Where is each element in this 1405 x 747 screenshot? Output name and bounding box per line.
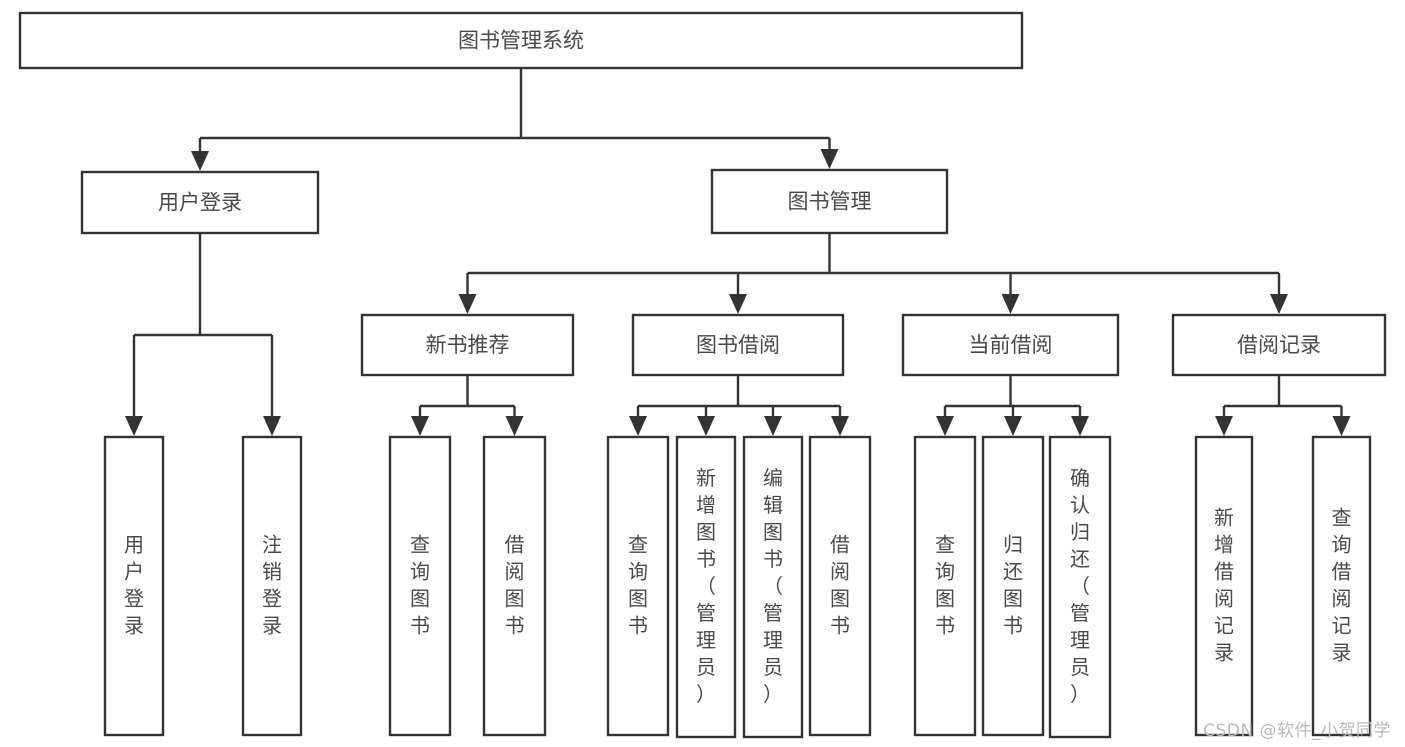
node-box-book-manage[interactable]	[710, 168, 949, 235]
node-box-leaf-edit-book[interactable]	[742, 435, 804, 739]
node-box-leaf-query-book-3[interactable]	[913, 435, 977, 737]
node-leaf-query-book-1[interactable]: 查询图书	[388, 435, 452, 737]
node-box-leaf-return-book[interactable]	[981, 435, 1045, 737]
node-label-borrow-record: 借阅记录	[1237, 333, 1321, 357]
node-box-leaf-add-record[interactable]	[1194, 435, 1254, 737]
node-book-borrow[interactable]: 图书借阅	[631, 313, 845, 377]
node-label-leaf-user-logout: 注销登录	[262, 532, 282, 637]
node-leaf-confirm-return[interactable]: 确认归还（管理员）	[1048, 435, 1112, 739]
node-box-current-borrow[interactable]	[901, 313, 1120, 377]
arrow-head-icon	[1071, 416, 1089, 436]
node-root[interactable]: 图书管理系统	[18, 11, 1024, 70]
node-label-leaf-user-login: 用户登录	[124, 532, 144, 637]
node-label-current-borrow: 当前借阅	[969, 333, 1053, 357]
node-label-leaf-add-record: 新增借阅记录	[1214, 505, 1234, 664]
node-leaf-user-logout[interactable]: 注销登录	[241, 435, 303, 737]
arrow-head-icon	[125, 416, 143, 436]
arrow-head-icon	[458, 294, 477, 314]
node-box-leaf-add-book[interactable]	[675, 435, 737, 739]
nodes-layer: 图书管理系统用户登录图书管理新书推荐图书借阅当前借阅借阅记录用户登录注销登录查询…	[18, 11, 1387, 739]
node-new-book-rec[interactable]: 新书推荐	[360, 313, 575, 377]
node-box-new-book-rec[interactable]	[360, 313, 575, 377]
arrow-head-icon	[1215, 416, 1233, 436]
node-label-leaf-confirm-return: 确认归还（管理员）	[1070, 466, 1090, 706]
node-leaf-query-book-2[interactable]: 查询图书	[606, 435, 670, 737]
node-box-user-login[interactable]	[80, 170, 320, 235]
arrow-head-icon	[697, 416, 715, 436]
node-label-root: 图书管理系统	[458, 29, 584, 53]
arrow-head-icon	[505, 416, 524, 436]
node-leaf-return-book[interactable]: 归还图书	[981, 435, 1045, 737]
node-box-leaf-user-logout[interactable]	[241, 435, 303, 737]
node-leaf-query-record[interactable]: 查询借阅记录	[1311, 435, 1372, 737]
node-label-user-login: 用户登录	[158, 191, 242, 215]
node-box-leaf-borrow-book-2[interactable]	[808, 435, 872, 737]
node-box-leaf-query-book-1[interactable]	[388, 435, 452, 737]
node-leaf-query-book-3[interactable]: 查询图书	[913, 435, 977, 737]
node-box-leaf-query-book-2[interactable]	[606, 435, 670, 737]
node-label-book-manage: 图书管理	[788, 190, 872, 214]
arrow-head-icon	[820, 149, 839, 169]
node-box-root[interactable]	[18, 11, 1024, 70]
node-user-login[interactable]: 用户登录	[80, 170, 320, 235]
arrow-head-icon	[1270, 294, 1288, 314]
node-box-borrow-record[interactable]	[1171, 313, 1387, 377]
node-label-leaf-query-book-1: 查询图书	[410, 532, 430, 637]
arrow-head-icon	[1332, 416, 1351, 436]
arrow-head-icon	[1001, 294, 1020, 314]
node-label-leaf-return-book: 归还图书	[1003, 532, 1023, 637]
node-label-book-borrow: 图书借阅	[696, 333, 780, 357]
node-box-leaf-confirm-return[interactable]	[1048, 435, 1112, 739]
node-borrow-record[interactable]: 借阅记录	[1171, 313, 1387, 377]
node-book-manage[interactable]: 图书管理	[710, 168, 949, 235]
node-leaf-borrow-book-1[interactable]: 借阅图书	[482, 435, 547, 737]
node-label-leaf-edit-book: 编辑图书（管理员）	[763, 466, 783, 706]
arrow-head-icon	[191, 151, 209, 171]
arrow-head-icon	[764, 416, 782, 436]
node-leaf-add-book[interactable]: 新增图书（管理员）	[675, 435, 737, 739]
node-leaf-add-record[interactable]: 新增借阅记录	[1194, 435, 1254, 737]
arrow-head-icon	[1004, 416, 1022, 436]
arrow-head-icon	[729, 294, 747, 314]
connectors-layer	[125, 68, 1351, 436]
arrow-head-icon	[263, 416, 281, 436]
node-label-leaf-add-book: 新增图书（管理员）	[696, 466, 716, 706]
node-box-book-borrow[interactable]	[631, 313, 845, 377]
node-label-leaf-query-book-2: 查询图书	[628, 532, 648, 637]
node-label-leaf-borrow-book-2: 借阅图书	[830, 532, 850, 637]
arrow-head-icon	[411, 416, 429, 436]
node-box-leaf-borrow-book-1[interactable]	[482, 435, 547, 737]
node-current-borrow[interactable]: 当前借阅	[901, 313, 1120, 377]
node-leaf-user-login[interactable]: 用户登录	[103, 435, 165, 737]
node-label-leaf-borrow-book-1: 借阅图书	[505, 532, 525, 637]
node-leaf-borrow-book-2[interactable]: 借阅图书	[808, 435, 872, 737]
node-label-leaf-query-book-3: 查询图书	[935, 532, 955, 637]
node-leaf-edit-book[interactable]: 编辑图书（管理员）	[742, 435, 804, 739]
arrow-head-icon	[629, 416, 647, 436]
arrow-head-icon	[936, 416, 954, 436]
node-label-new-book-rec: 新书推荐	[426, 333, 510, 357]
node-box-leaf-user-login[interactable]	[103, 435, 165, 737]
arrow-head-icon	[831, 416, 849, 436]
node-box-leaf-query-record[interactable]	[1311, 435, 1372, 737]
node-label-leaf-query-record: 查询借阅记录	[1332, 505, 1352, 664]
